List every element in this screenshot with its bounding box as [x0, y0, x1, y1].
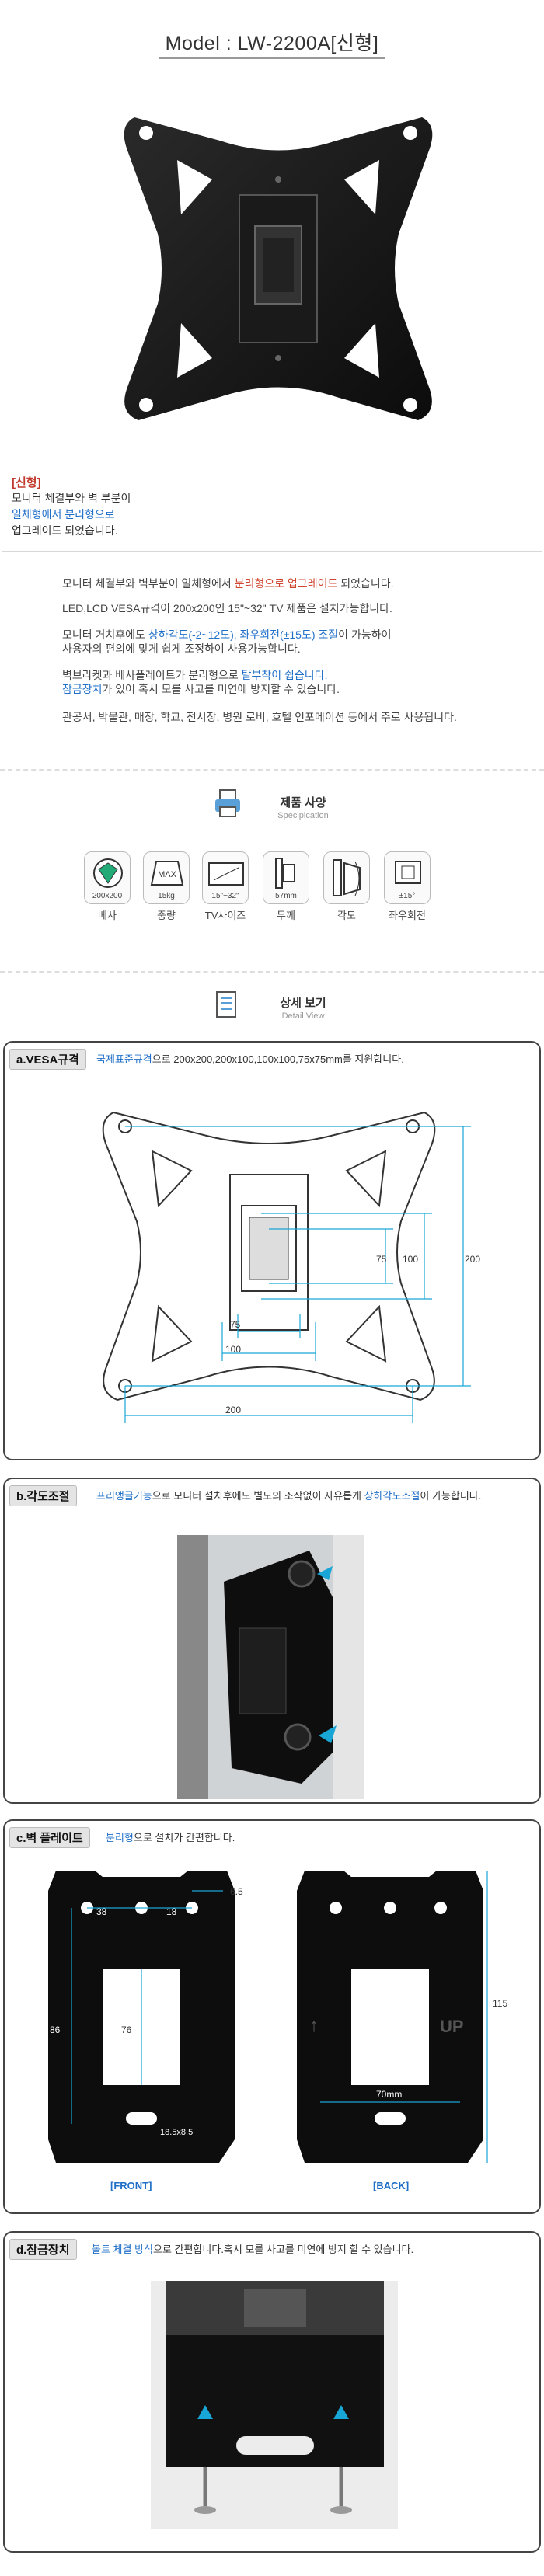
wall-plate-front-diagram — [48, 1871, 235, 2163]
angle-description: 프리앵글기능으로 모니터 설치후에도 별도의 조작없이 자유롭게 상하각도조절이… — [96, 1490, 482, 1502]
front-dim-slot: 18.5x8.5 — [160, 2128, 194, 2137]
intro-paragraph-1: 모니터 체결부와 벽부분이 일체형에서 분리형으로 업그레이드 되었습니다. — [62, 577, 394, 590]
vesa-description: 국제표준규격으로 200x200,200x100,100x100,75x75mm… — [96, 1053, 404, 1065]
back-up-arrow: ↑ — [309, 2015, 319, 2036]
document-icon — [216, 991, 236, 1018]
angle-tag: b.각도조절 — [9, 1485, 77, 1506]
spec-vesa-label: 베사 — [98, 910, 117, 921]
spec-tv-size-label: TV사이즈 — [204, 910, 246, 921]
detail-box-vesa: a.VESA규격 국제표준규격으로 200x200,200x100,100x10… — [3, 1041, 541, 1460]
intro-paragraph-2: LED,LCD VESA규격이 200x200인 15"~32" TV 제품은 … — [62, 602, 392, 614]
wall-plate-tag: c.벽 플레이트 — [9, 1827, 90, 1848]
spec-section-subtitle: Specipication — [277, 811, 329, 820]
product-photo-bracket — [124, 117, 433, 420]
hero-note-2: 일체형에서 분리형으로 — [12, 508, 115, 520]
hero-note-1: 모니터 체결부와 벽 부분이 — [12, 492, 131, 504]
front-dim-6-5: 6.5 — [230, 1886, 243, 1897]
hero-note-3: 업그레이드 되었습니다. — [12, 524, 118, 537]
model-title: Model : LW-2200A[신형] — [165, 33, 379, 54]
spec-angle-label: 각도 — [337, 910, 356, 921]
front-dim-86: 86 — [50, 2024, 61, 2035]
printer-icon — [215, 789, 240, 817]
vesa-tag: a.VESA규격 — [9, 1049, 86, 1070]
divider — [0, 769, 544, 771]
lock-bolt-photo — [151, 2281, 398, 2529]
spec-rotation-icon: ±15° — [384, 851, 431, 904]
vesa-diagram — [102, 1111, 471, 1423]
title-underline — [159, 57, 385, 59]
detail-section-subtitle: Detail View — [281, 1011, 325, 1021]
vesa-dim-75-vertical: 75 — [376, 1254, 387, 1265]
wall-plate-description: 분리형으로 설치가 간편합니다. — [106, 1832, 235, 1843]
spec-weight-caption: 15kg — [158, 892, 175, 900]
back-up-text: UP — [440, 2017, 464, 2036]
vesa-dim-100-horizontal: 100 — [225, 1344, 242, 1355]
intro-paragraph-4: 벽브라켓과 베사플레이트가 분리형으로 탈부착이 쉽습니다. 잠금장치가 있어 … — [62, 669, 340, 695]
lock-description: 볼트 체결 방식으로 간편합니다.혹시 모를 사고를 미연에 방지 할 수 있습… — [92, 2244, 414, 2255]
detail-box-wall-plate: c.벽 플레이트 분리형으로 설치가 간편합니다. 38 18 6.5 86 7… — [3, 1819, 541, 2214]
spec-weight-icon: MAX 15kg — [143, 851, 190, 904]
lock-tag: d.잠금장치 — [9, 2239, 77, 2260]
divider — [0, 971, 544, 973]
detail-section-title: 상세 보기 — [280, 997, 326, 1010]
spec-thickness-icon: 57mm — [263, 851, 309, 904]
spec-tv-size-icon: 15"~32" — [202, 851, 249, 904]
spec-vesa-icon: 200x200 — [84, 851, 131, 904]
spec-vesa-caption: 200x200 — [92, 892, 123, 900]
front-dim-76: 76 — [121, 2024, 132, 2035]
detail-box-lock: d.잠금장치 볼트 체결 방식으로 간편합니다.혹시 모를 사고를 미연에 방지… — [3, 2231, 541, 2553]
spec-thickness-caption: 57mm — [275, 892, 297, 900]
svg-text:MAX: MAX — [158, 870, 177, 879]
back-dim-70mm: 70mm — [376, 2089, 403, 2100]
detail-box-angle: b.각도조절 프리앵글기능으로 모니터 설치후에도 별도의 조작없이 자유롭게 … — [3, 1478, 541, 1804]
vesa-dim-100-vertical: 100 — [403, 1254, 419, 1265]
vesa-dim-200-horizontal: 200 — [225, 1405, 242, 1415]
wall-plate-back-diagram — [297, 1871, 488, 2163]
page-header: Model : LW-2200A[신형] — [0, 0, 544, 78]
intro-paragraph-3: 모니터 거치후에도 상하각도(-2~12도), 좌우회전(±15도) 조절이 가… — [62, 628, 392, 655]
front-dim-38: 38 — [96, 1906, 107, 1917]
front-label: [FRONT] — [110, 2180, 152, 2191]
vesa-dim-75-horizontal: 75 — [230, 1319, 241, 1330]
angle-adjust-photo — [177, 1535, 364, 1799]
back-label: [BACK] — [373, 2180, 410, 2191]
vesa-dim-200-vertical: 200 — [465, 1254, 481, 1265]
intro-paragraph-5: 관공서, 박물관, 매장, 학교, 전시장, 병원 로비, 호텔 인포메이션 등… — [62, 711, 457, 723]
spec-weight-label: 중량 — [157, 910, 176, 921]
front-dim-18: 18 — [166, 1906, 177, 1917]
spec-rotation-caption: ±15° — [399, 892, 416, 900]
spec-thickness-label: 두께 — [277, 910, 295, 921]
new-version-label: [신형] — [12, 476, 41, 489]
spec-section-title: 제품 사양 — [280, 796, 326, 809]
spec-rotation-label: 좌우회전 — [389, 910, 426, 921]
spec-angle-icon — [323, 851, 370, 904]
product-hero: [신형] 모니터 체결부와 벽 부분이 일체형에서 분리형으로 업그레이드 되었… — [2, 78, 542, 552]
back-dim-115: 115 — [493, 1998, 508, 2009]
spec-tv-size-caption: 15"~32" — [211, 892, 239, 900]
